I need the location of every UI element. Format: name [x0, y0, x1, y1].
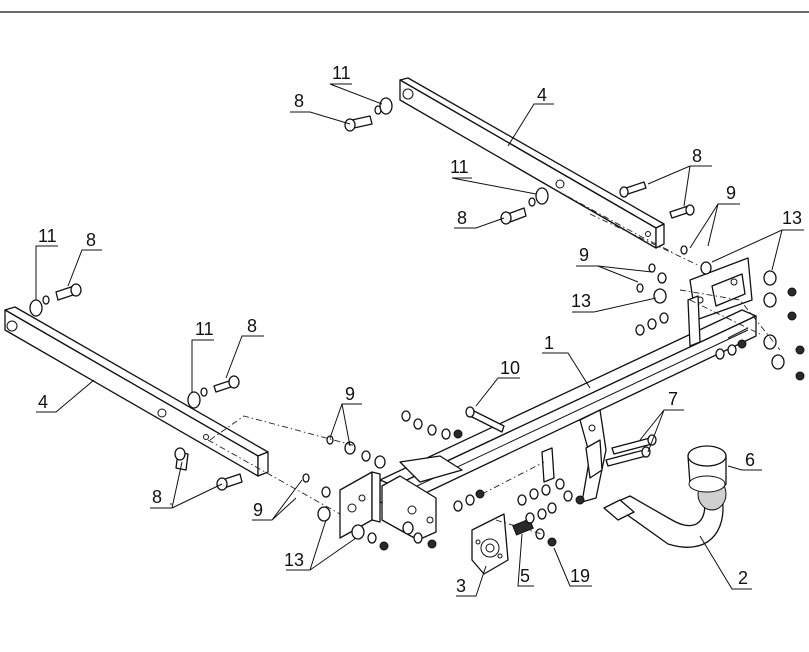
bolt-10 [465, 406, 505, 433]
callout-2: 2 [699, 535, 752, 590]
bolt-group-left-mid [187, 375, 240, 409]
callout-label: 13 [782, 208, 802, 228]
callout-label: 4 [38, 392, 48, 412]
callout-8-extra: 8 [170, 503, 172, 505]
callout-4-left: 4 [36, 379, 95, 413]
callout-label: 8 [457, 208, 467, 228]
callout-label: 2 [738, 568, 748, 588]
callout-11-left: 11 [35, 226, 58, 300]
callout-label: 11 [38, 226, 57, 246]
callout-label: 8 [692, 146, 702, 166]
callout-8-top: 8 [290, 91, 351, 125]
callout-11-top: 11 [329, 63, 383, 105]
socket-plate-3 [471, 513, 509, 575]
callout-label: 11 [195, 319, 214, 339]
callout-19: 19 [553, 547, 592, 587]
callout-9-left: 9 [329, 384, 362, 447]
bolt-group-left-lower [174, 447, 243, 491]
callout-9-right-mid: 9 [576, 245, 653, 283]
callout-label: 19 [570, 566, 590, 586]
callout-label: 6 [745, 450, 755, 470]
callout-label: 11 [332, 63, 351, 83]
callout-11-mid: 11 [450, 157, 537, 195]
callout-8-left: 8 [67, 230, 102, 287]
callout-8-left-lower: 8 [150, 461, 223, 509]
callout-label: 9 [579, 245, 589, 265]
nut-washer-stack-b [401, 410, 485, 549]
callout-13-right: 13 [711, 208, 804, 271]
ball-cover-6 [687, 445, 727, 493]
callout-label: 9 [726, 183, 736, 203]
bolt-group-upper-left [344, 97, 393, 132]
callout-label: 3 [456, 576, 466, 596]
bolt-group-left [29, 283, 82, 317]
callout-1: 1 [542, 333, 591, 389]
callout-label: 5 [520, 566, 530, 586]
callout-3: 3 [456, 565, 487, 597]
callout-label: 1 [544, 333, 554, 353]
nut-washer-stack-c [517, 478, 585, 547]
callout-10: 10 [475, 358, 520, 407]
callout-label: 13 [571, 291, 591, 311]
callout-label: 11 [450, 157, 469, 177]
callout-7: 7 [639, 389, 684, 453]
callout-5: 5 [517, 533, 534, 587]
callout-label: 7 [668, 389, 678, 409]
callout-label: 10 [500, 358, 520, 378]
left-bracket-4 [4, 306, 269, 477]
callout-11-left-mid: 11 [191, 319, 214, 392]
right-mount-plate [687, 257, 753, 347]
center-drop-bracket [541, 409, 607, 503]
left-mount-plate [339, 455, 463, 541]
callout-13-mid: 13 [571, 291, 657, 313]
callout-4-upper: 4 [507, 85, 554, 147]
callout-8-left-mid: 8 [225, 316, 264, 379]
callout-9-left-lower: 9 [252, 479, 303, 521]
callout-label: 9 [345, 384, 355, 404]
callout-label: 8 [86, 230, 96, 250]
callout-6: 6 [727, 450, 762, 471]
callout-13-left: 13 [284, 519, 357, 571]
fasteners [29, 97, 805, 551]
callout-label: 8 [294, 91, 304, 111]
callout-label: 13 [284, 550, 304, 570]
nut-washer-stack-right [635, 245, 805, 381]
bolt-group-upper-mid [500, 187, 549, 225]
callout-label: 8 [247, 316, 257, 336]
callout-9-right: 9 [689, 183, 740, 249]
dash-dot-guides [207, 189, 781, 537]
callout-label: 8 [152, 487, 162, 507]
callout-label: 9 [253, 500, 263, 520]
callout-label: 4 [537, 85, 547, 105]
upper-bracket-4 [399, 77, 665, 249]
callout-8-right: 8 [647, 146, 712, 207]
bolt-group-upper-right [619, 181, 695, 219]
callouts: 1 2 3 4 4 5 6 7 [35, 63, 804, 597]
callout-8-mid: 8 [454, 208, 505, 229]
